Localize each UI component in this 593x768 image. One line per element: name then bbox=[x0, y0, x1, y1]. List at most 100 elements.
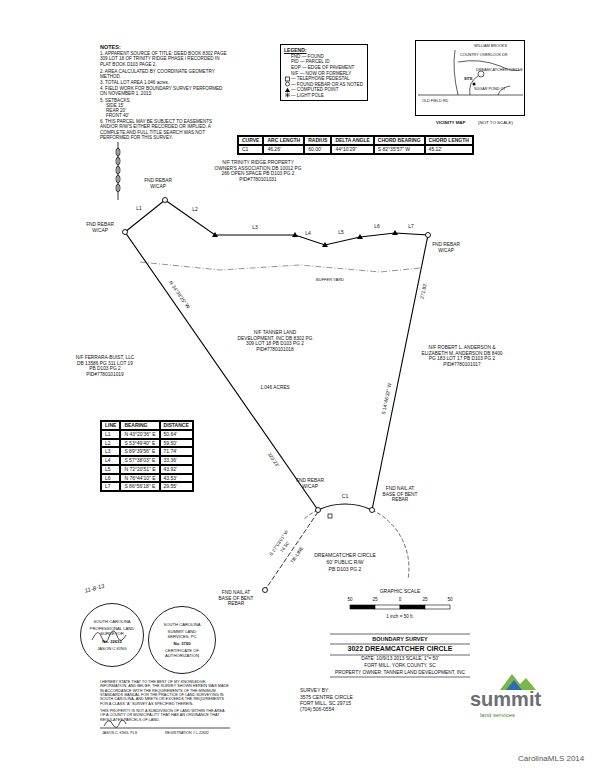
plat-label: N/F TANNER LAND DEVELOPMENT, INC DB 8302… bbox=[238, 330, 313, 352]
plat-label: I HEREBY STATE THAT TO THE BEST OF MY KN… bbox=[100, 680, 230, 706]
plat-label: 1 inch = 50 ft. bbox=[386, 614, 414, 619]
table-cell: 44°10'29" bbox=[331, 145, 373, 154]
plat-label: (704) 506-0554 bbox=[300, 707, 334, 713]
plat-label: N 34°38'25" W bbox=[167, 279, 191, 311]
legend-text: PID — PARCEL ID bbox=[291, 59, 330, 64]
plat-label: L2 bbox=[191, 207, 199, 213]
table-cell: 71.74' bbox=[160, 447, 193, 456]
plat-label: SIDE 15' bbox=[106, 103, 124, 108]
seal-text: JASON C KING bbox=[97, 646, 127, 651]
table-cell: L3 bbox=[101, 447, 120, 456]
map-text: VICINITY MAP bbox=[436, 120, 465, 125]
table-cell: S 86°56'18" E bbox=[120, 482, 159, 491]
seal-text: No. 3760 bbox=[173, 641, 190, 646]
chain-symbol bbox=[116, 142, 120, 200]
table-cell: L7 bbox=[101, 482, 120, 491]
legend-row: FND — FOUND bbox=[284, 54, 363, 60]
cul-de-sac bbox=[372, 510, 409, 579]
legend-row: — COMPUTED POINT bbox=[284, 87, 363, 93]
plat-label: 50 bbox=[347, 597, 352, 602]
table-cell: 29.55' bbox=[160, 482, 193, 491]
seal-circle: SOUTH CAROLINASUMMIT LAND SERVICES, PCNo… bbox=[148, 606, 216, 674]
seal-text: No. 22632 bbox=[102, 639, 122, 644]
legend-row: N/F — NOW OR FORMERLY bbox=[284, 70, 363, 76]
legend-symbol bbox=[284, 81, 291, 87]
seal-text: SUMMIT LAND SERVICES, PC bbox=[157, 629, 207, 639]
legend-text: — LIGHT POLE bbox=[291, 93, 324, 98]
plat-label: L6 bbox=[373, 224, 381, 230]
table-cell: S 89°39'56" E bbox=[120, 447, 159, 456]
legend-row: EOP — EDGE OF PAVEMENT bbox=[284, 65, 363, 71]
table-cell: LINE bbox=[101, 421, 120, 430]
plat-label: 1. APPARENT SOURCE OF TITLE: DEED BOOK 8… bbox=[100, 51, 230, 67]
plat-label: THIS PROPERTY IS NOT A SUBDIVISION OF LA… bbox=[100, 709, 230, 722]
plat-label: DATE: 10/9/13 2013 SCALE: 1"= 50' bbox=[361, 656, 439, 662]
table-cell: 46.26' bbox=[263, 145, 304, 154]
plat-label: BOUNDARY SURVEY bbox=[372, 636, 428, 642]
map-text: COUNTRY OVERLOOK DR bbox=[460, 53, 508, 57]
plat-label: FND NAIL AT BASE OF BENT REBAR bbox=[216, 590, 256, 607]
data-table: LINEBEARINGDISTANCE L1N 43°20'36" E50.64'… bbox=[100, 420, 194, 492]
plat-label: FND REBAR W/CAP bbox=[295, 478, 325, 489]
plat-label: N/F FERRARA-BUIST, LLC DB 13586 PG 311 L… bbox=[74, 355, 136, 377]
tie-line bbox=[265, 512, 318, 590]
plat-label: PB D103 PG 2 bbox=[329, 567, 362, 573]
plat-label: C1 bbox=[341, 494, 349, 500]
plat-label: FND REBAR W/CAP bbox=[431, 242, 461, 253]
table-cell: 50.64' bbox=[160, 430, 193, 439]
legend-text: N/F — NOW OR FORMERLY bbox=[291, 71, 351, 76]
seal-text: PROFESSIONAL LAND SURVEYOR bbox=[89, 626, 135, 636]
seal-circle: SOUTH CAROLINAPROFESSIONAL LAND SURVEYOR… bbox=[80, 603, 144, 667]
map-text: OLD FIELD RD bbox=[422, 99, 448, 103]
map-text: SITE bbox=[464, 77, 472, 81]
plat-label: 1.046 ACRES bbox=[260, 385, 290, 391]
telephone-pedestal bbox=[328, 514, 332, 518]
plat-label: L1 bbox=[135, 206, 143, 212]
seal-text: CERTIFICATE OF AUTHORIZATION bbox=[157, 648, 207, 658]
plat-label: L4 bbox=[304, 231, 312, 237]
map-text: SUGAR POND CT bbox=[474, 87, 506, 91]
table-cell: DISTANCE bbox=[160, 421, 193, 430]
table-cell: L6 bbox=[101, 474, 120, 483]
table-cell: 59.50' bbox=[160, 439, 193, 448]
plat-label: TIE-LINE bbox=[289, 545, 305, 565]
table-cell: N 43°20'36" E bbox=[120, 430, 159, 439]
table-cell: CHORD BEARING bbox=[374, 136, 425, 145]
table-cell: 33.36' bbox=[160, 456, 193, 465]
table-cell: N 72°20'51" E bbox=[120, 465, 159, 474]
plat-label: land services bbox=[480, 712, 515, 719]
legend-text: FND — FOUND bbox=[291, 54, 324, 59]
table-cell: RADIUS bbox=[304, 136, 331, 145]
plat-label: NOTES: bbox=[100, 44, 121, 50]
plat-label: 3022 DREAMCATCHER CIRCLE bbox=[348, 645, 453, 653]
plat-label: FND NAIL AT BASE OF BENT REBAR bbox=[380, 486, 420, 503]
computed-points bbox=[212, 230, 398, 247]
table-cell: 60.00' bbox=[304, 145, 331, 154]
plat-label: N/F ROBERT L. ANDERSON & ELIZABETH M. AN… bbox=[421, 345, 503, 367]
table-cell: L1 bbox=[101, 430, 120, 439]
plat-label: L3 bbox=[251, 225, 259, 231]
buffer-line bbox=[140, 262, 420, 272]
plat-label: FRONT 40' bbox=[106, 113, 129, 118]
plat-label: FND REBAR W/CAP bbox=[143, 178, 173, 189]
plat-label: BUFFER YARD bbox=[315, 278, 345, 283]
legend-symbol bbox=[284, 87, 291, 93]
plat-label: 3. TOTAL LOT AREA 1.046 acres. bbox=[100, 80, 169, 85]
site-dot bbox=[473, 83, 476, 86]
plat-label: 2. AREA CALCULATED BY COORDINATE GEOMETR… bbox=[100, 69, 230, 80]
legend-row: — LIGHT POLE bbox=[284, 93, 363, 99]
plat-label: GRAPHIC SCALE bbox=[380, 589, 421, 595]
map-text: (NOT TO SCALE) bbox=[478, 120, 513, 125]
map-text: DREAMCATCHER CIRCLE bbox=[476, 68, 523, 72]
scale-bar bbox=[350, 605, 450, 609]
plat-label: FND REBAR W/CAP bbox=[85, 222, 115, 233]
plat-label: REGISTRATION # L-22632 bbox=[165, 731, 209, 735]
table-cell: BEARING bbox=[120, 421, 159, 430]
legend-text: — FOUND REBAR OR AS NOTED bbox=[291, 82, 363, 87]
table-cell: 43.53' bbox=[160, 474, 193, 483]
table-cell: C1 bbox=[238, 145, 263, 154]
table-cell: ARC LENGTH bbox=[263, 136, 304, 145]
legend-symbol bbox=[284, 92, 291, 98]
signature bbox=[92, 631, 230, 728]
